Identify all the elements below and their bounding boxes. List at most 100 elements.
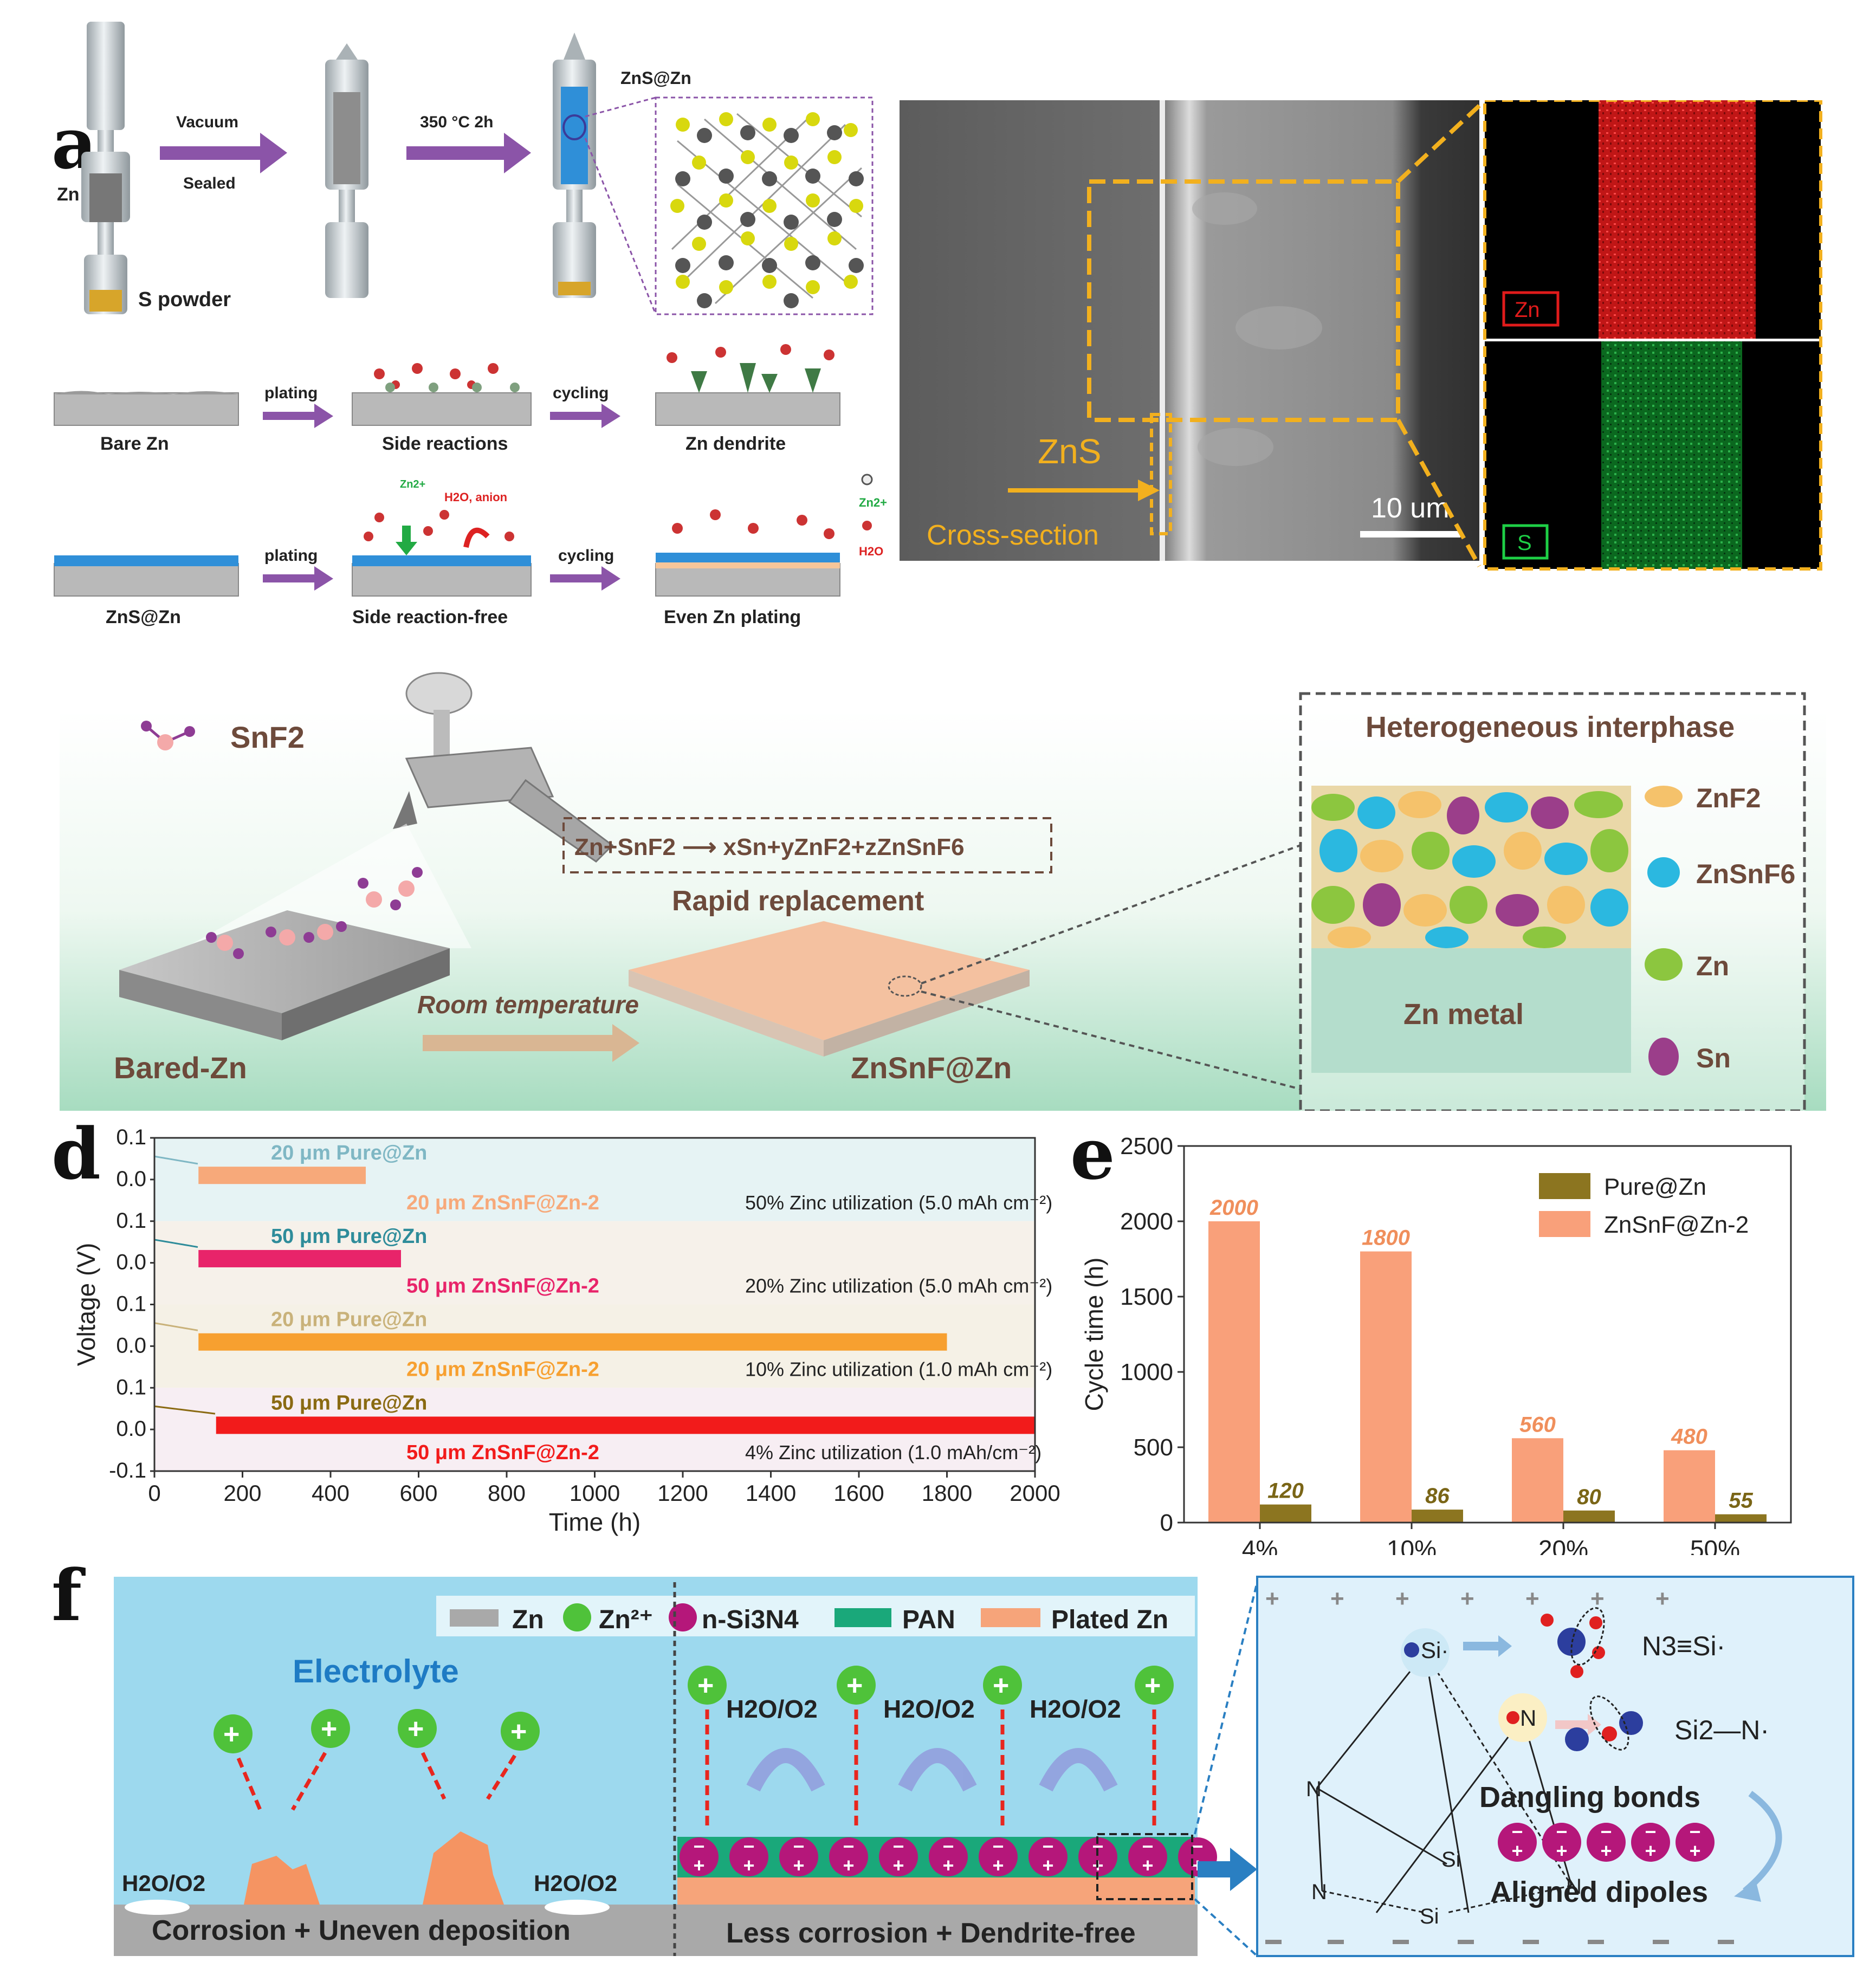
e-y-tick-label-3: 1500 xyxy=(1120,1284,1173,1310)
svg-text:+: + xyxy=(846,1670,863,1701)
row1-middle-label: Side reactions xyxy=(382,433,508,454)
snf2-label: SnF2 xyxy=(230,720,305,754)
row2-arrow2-label: cycling xyxy=(558,547,614,565)
inset-dipole-0 xyxy=(1498,1823,1537,1862)
value-label-pure-0: 120 xyxy=(1267,1479,1304,1503)
x-tick-label-2: 400 xyxy=(312,1480,350,1506)
pure-label-1: 50 μm Pure@Zn xyxy=(271,1225,427,1248)
reaction-box xyxy=(562,817,1052,873)
room-temp-arrow xyxy=(423,1024,639,1062)
legend-label-0: Pure@Zn xyxy=(1604,1174,1706,1200)
coated-trace-1 xyxy=(198,1249,401,1267)
row-zns-zn xyxy=(54,474,873,597)
coated-label-3: 50 μm ZnSnF@Zn-2 xyxy=(406,1441,599,1464)
y-tick-label-8: -0.1 xyxy=(109,1459,146,1482)
x-tick-label-9: 1800 xyxy=(922,1480,972,1506)
inset-title: Heterogeneous interphase xyxy=(1366,711,1735,743)
value-label-znsnf-0: 2000 xyxy=(1209,1196,1258,1220)
coated-label-0: 20 μm ZnSnF@Zn-2 xyxy=(406,1192,599,1214)
dipole-minus-0: − xyxy=(693,1835,704,1857)
row1-right-label: Zn dendrite xyxy=(685,433,786,454)
n-label-3: N xyxy=(1566,1875,1582,1899)
y-tick-label-4: 0.1 xyxy=(116,1292,146,1316)
svg-text:+: + xyxy=(1144,1670,1161,1701)
bar-pure-2 xyxy=(1563,1510,1615,1523)
inset-dipole-plus-2: + xyxy=(1600,1840,1612,1862)
dipole-9 xyxy=(1128,1837,1167,1876)
svg-text:+: + xyxy=(1265,1585,1279,1612)
x-tick-label-1: 200 xyxy=(223,1480,261,1506)
legend-zn-f: Zn xyxy=(512,1605,544,1634)
x-tick-label-0: 0 xyxy=(148,1480,160,1506)
value-label-znsnf-3: 480 xyxy=(1671,1425,1707,1449)
pure-label-0: 20 μm Pure@Zn xyxy=(271,1142,427,1164)
dipole-plus-4: + xyxy=(892,1854,904,1876)
f-legend xyxy=(436,1596,1195,1636)
y-tick-label-1: 0.0 xyxy=(116,1167,146,1191)
dipole-4 xyxy=(879,1837,918,1876)
right-zn-ions: + + + + xyxy=(688,1666,1174,1705)
left-zn-ions: + + + + xyxy=(214,1709,540,1753)
zn-label: Zn xyxy=(57,184,80,205)
scale-label: 10 um xyxy=(1371,493,1450,524)
legend-si3n4: n-Si3N4 xyxy=(702,1605,799,1634)
inset-dipole-minus-2: − xyxy=(1600,1821,1612,1843)
inset-dipole-plus-1: + xyxy=(1556,1840,1567,1862)
n-dot-label: N xyxy=(1520,1705,1536,1731)
s-powder-label: S powder xyxy=(138,288,231,311)
h2o2-r1: H2O/O2 xyxy=(726,1695,818,1723)
condition-label-1: 20% Zinc utilization (5.0 mAh cm⁻²) xyxy=(745,1275,1052,1297)
coated-trace-2 xyxy=(198,1333,947,1351)
dipole-plus-9: + xyxy=(1142,1854,1153,1876)
inset-dipole-minus-4: − xyxy=(1689,1821,1700,1843)
h2o2-left: H2O/O2 xyxy=(122,1870,205,1896)
svg-text:+: + xyxy=(1460,1585,1474,1612)
legend-label-1: ZnSnF@Zn-2 xyxy=(1604,1212,1749,1238)
aligned-dipoles-row: −+−+−+−+−+ xyxy=(1498,1821,1715,1862)
legend-swatch-0 xyxy=(1539,1173,1590,1199)
bar-pure-0 xyxy=(1260,1504,1311,1523)
dipole-row: −+−+−+−+−+−+−+−+−+−+−+ xyxy=(680,1835,1217,1876)
value-label-pure-3: 55 xyxy=(1729,1489,1753,1513)
cross-section-label: Cross-section xyxy=(927,520,1099,551)
inset-dipole-plus-4: + xyxy=(1689,1840,1700,1862)
product-label: ZnS@Zn xyxy=(620,68,691,88)
svg-text:+: + xyxy=(510,1716,527,1747)
condition-label-2: 10% Zinc utilization (1.0 mAh cm⁻²) xyxy=(745,1358,1052,1380)
svg-text:+: + xyxy=(321,1713,337,1745)
e-y-tick-label-1: 500 xyxy=(1134,1434,1173,1461)
svg-text:+: + xyxy=(697,1670,714,1701)
dipole-plus-1: + xyxy=(743,1854,754,1876)
legend-sn: Sn xyxy=(1696,1043,1731,1073)
ampoule-sealed xyxy=(325,43,368,298)
dipole-minus-4: − xyxy=(892,1835,904,1857)
n-label-2: N xyxy=(1311,1880,1327,1904)
inset-dipole-minus-3: − xyxy=(1645,1821,1656,1843)
pure-label-3: 50 μm Pure@Zn xyxy=(271,1391,427,1414)
dipole-minus-10: − xyxy=(1192,1835,1203,1857)
pure-trace-0 xyxy=(154,1155,198,1165)
aligned-dipoles-label: Aligned dipoles xyxy=(1490,1876,1708,1908)
snf2-molecule-icon xyxy=(141,721,195,750)
row2-left-label: ZnS@Zn xyxy=(106,607,181,627)
left-caption: Corrosion + Uneven deposition xyxy=(152,1915,571,1946)
condition-label-3: 4% Zinc utilization (1.0 mAh/cm⁻²) xyxy=(745,1441,1041,1464)
row-bare-zn xyxy=(54,344,840,428)
dipole-plus-7: + xyxy=(1042,1854,1053,1876)
bar-znsnf-2 xyxy=(1512,1438,1563,1523)
dipole-minus-5: − xyxy=(942,1835,954,1857)
y-axis-label-e: Cycle time (h) xyxy=(1080,1258,1108,1411)
dipole-plus-6: + xyxy=(992,1854,1004,1876)
bared-zn-label: Bared-Zn xyxy=(114,1051,247,1085)
znsnf-zn-label: ZnSnF@Zn xyxy=(851,1051,1012,1085)
pure-trace-1 xyxy=(154,1239,198,1248)
x-tick-label-5: 1000 xyxy=(570,1480,620,1506)
x-tick-label-10: 2000 xyxy=(1010,1480,1060,1506)
pure-trace-3 xyxy=(154,1405,216,1415)
svg-text:+: + xyxy=(223,1719,240,1750)
category-label-0: 4% xyxy=(1242,1535,1278,1555)
coated-trace-3 xyxy=(216,1416,1035,1434)
ampoule-product xyxy=(553,33,596,298)
y-tick-label-6: 0.1 xyxy=(116,1375,146,1399)
